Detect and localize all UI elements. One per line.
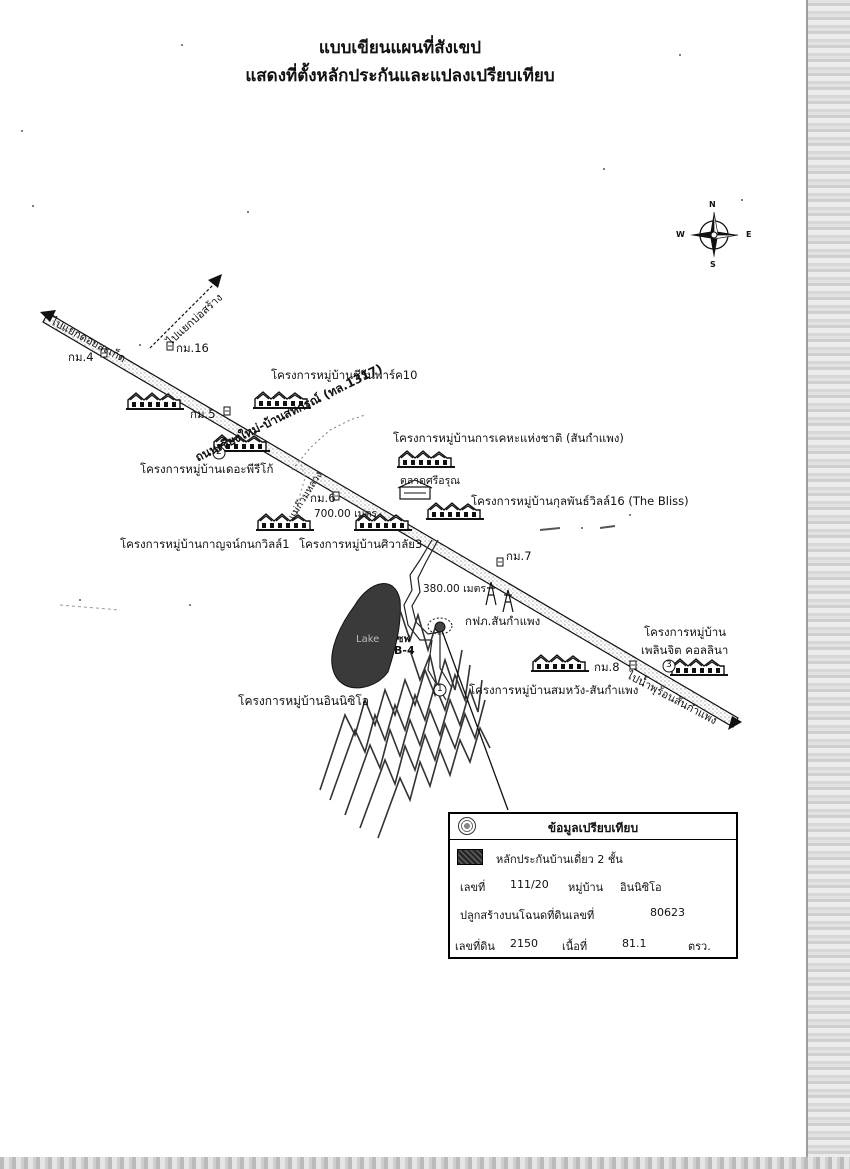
compass-n: N bbox=[709, 200, 716, 209]
canal bbox=[59, 414, 616, 611]
house-icon bbox=[396, 450, 456, 468]
substation-label: กฟภ.สันกำแพง bbox=[465, 614, 541, 628]
project-label: โครงการหมู่บ้านเดอะพีรีโก้ bbox=[140, 462, 274, 476]
collateral-type: หลักประกันบ้านเดี่ยว 2 ชั้น bbox=[496, 853, 623, 866]
plot-prefix-label: ซฟ bbox=[397, 634, 411, 645]
village-road-pattern bbox=[319, 609, 491, 839]
comparison-info-box: ข้อมูลเปรียบเทียบ หลักประกันบ้านเดี่ยว 2… bbox=[448, 812, 738, 959]
area-value: 81.1 bbox=[622, 937, 647, 950]
km-post-icon bbox=[496, 557, 504, 567]
project-label: โครงการหมู่บ้านกาญจน์กนกวิลล์1 bbox=[120, 537, 290, 551]
area-unit: ตรว. bbox=[688, 940, 711, 953]
km-post-icon bbox=[223, 406, 231, 416]
circle-marker-3 bbox=[662, 659, 676, 673]
seal-icon bbox=[458, 817, 476, 835]
km-label: กม.5 bbox=[190, 407, 216, 421]
branch-road bbox=[149, 274, 222, 349]
compass-rose-icon: N S E W bbox=[674, 200, 754, 270]
project-label: โครงการหมู่บ้าน bbox=[644, 625, 727, 639]
info-header: ข้อมูลเปรียบเทียบ bbox=[450, 814, 736, 840]
compass-w: W bbox=[676, 230, 685, 239]
village-value: อินนิซิโอ bbox=[620, 881, 662, 894]
project-label: โครงการหมู่บ้านศิวาลัย3 bbox=[299, 537, 423, 551]
subject-circle bbox=[427, 617, 453, 635]
km-label: กม.16 bbox=[176, 341, 209, 355]
deed-label: ปลูกสร้างบนโฉนดที่ดินเลขที่ bbox=[460, 909, 595, 922]
project-label: โครงการหมู่บ้านสมหวัง-สันกำแพง bbox=[469, 683, 639, 697]
land-no-label: เลขที่ดิน bbox=[455, 940, 495, 953]
house-icon bbox=[530, 654, 590, 672]
lake-label: Lake bbox=[356, 634, 380, 645]
km-label: กม.7 bbox=[506, 549, 532, 563]
scan-bottom-edge bbox=[0, 1157, 850, 1169]
pointer-line bbox=[440, 627, 509, 811]
circle-marker-1 bbox=[433, 683, 447, 697]
project-label: เพลินจิต คอลลินา bbox=[641, 643, 729, 657]
km-label: กม.4 bbox=[68, 350, 94, 364]
house-icon bbox=[669, 658, 729, 676]
house-no-label: เลขที่ bbox=[460, 881, 486, 894]
lake bbox=[331, 583, 401, 689]
circle-marker-2 bbox=[212, 446, 226, 460]
info-header-title: ข้อมูลเปรียบเทียบ bbox=[547, 821, 639, 835]
plot-label: B-4 bbox=[394, 644, 415, 657]
collateral-swatch-icon bbox=[457, 849, 483, 865]
house-no-value: 111/20 bbox=[510, 878, 549, 891]
distance-label: 700.00 เมตร bbox=[314, 508, 378, 520]
market-icon bbox=[397, 479, 433, 500]
project-label: โครงการหมู่บ้านการเคหะแห่งชาติ (สันกำแพง… bbox=[393, 431, 624, 445]
circle-number: 3 bbox=[666, 660, 672, 670]
compass-s: S bbox=[710, 260, 716, 269]
house-icon bbox=[255, 513, 315, 531]
title-line-1: แบบเขียนแผนที่สังเขป bbox=[318, 38, 482, 58]
scan-edge bbox=[806, 0, 850, 1169]
circle-number: 1 bbox=[437, 684, 443, 694]
power-tower-icon bbox=[485, 581, 514, 613]
distance-label: 380.00 เมตร bbox=[423, 583, 487, 595]
market-label: ตลาดศรีอรุณ bbox=[400, 475, 460, 487]
village-label: หมู่บ้าน bbox=[568, 881, 604, 894]
km-label: กม.8 bbox=[594, 660, 620, 674]
scan-specks bbox=[21, 44, 743, 606]
subject-marker bbox=[434, 621, 446, 633]
deed-value: 80623 bbox=[650, 906, 685, 919]
title-line-2: แสดงที่ตั้งหลักประกันและแปลงเปรียบเทียบ bbox=[245, 66, 555, 86]
project-label: โครงการหมู่บ้านกุลพันธ์วิลล์16 (The Blis… bbox=[471, 494, 689, 508]
land-no-value: 2150 bbox=[510, 937, 538, 950]
project-label: โครงการหมู่บ้านชีรีนพาร์ค10 bbox=[271, 368, 418, 382]
circle-number: 2 bbox=[216, 447, 222, 457]
project-label: โครงการหมู่บ้านอินนิซิโอ bbox=[238, 694, 370, 708]
area-label: เนื้อที่ bbox=[562, 940, 588, 953]
km-label: กม.6 bbox=[310, 491, 336, 505]
compass-e: E bbox=[746, 230, 752, 239]
